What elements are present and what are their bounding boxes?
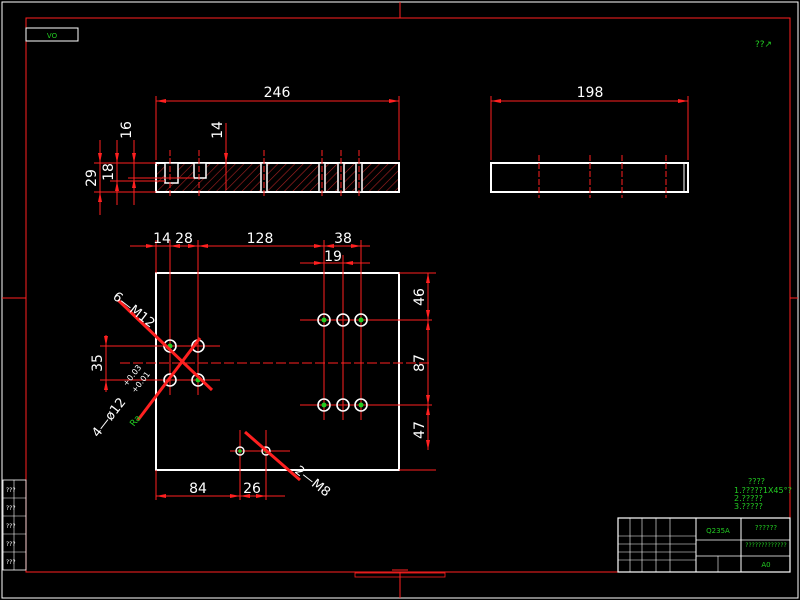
hole-group-right-top (317, 313, 368, 327)
dim-plan-28: 28 (175, 231, 193, 247)
dim-plan-46: 46 (412, 288, 428, 306)
notes-line-2: 2.????? (734, 494, 763, 503)
revision-label-4: ??? (6, 541, 16, 548)
revision-label-2: ??? (6, 505, 16, 512)
side-view: 198 (490, 85, 689, 198)
callout-m12: 6—M12 (110, 289, 158, 331)
dim-plan-14: 14 (153, 231, 171, 247)
technical-notes: ???? 1.?????1X45°? 2.????? 3.????? (734, 477, 792, 511)
title-block: Q235A ?????? ????????????? A0 (617, 517, 791, 573)
revision-label-3: ??? (6, 523, 16, 530)
callout-bore: 4—ø12 (89, 395, 129, 440)
revision-label-1: ??? (6, 487, 16, 494)
svg-text:VO: VO (47, 32, 58, 40)
dim-front-height: 29 (84, 169, 100, 187)
dim-plan-84: 84 (189, 481, 207, 497)
title-block-sheet-size: A0 (761, 561, 770, 569)
dim-front-slot-depth: 14 (210, 121, 226, 139)
callout-m8: 2—M8 (292, 463, 333, 500)
revision-label-5: ??? (6, 559, 16, 566)
notes-line-3: 3.????? (734, 502, 763, 511)
notes-heading: ???? (748, 477, 765, 486)
plan-view: 14 28 128 38 19 46 87 47 35 84 26 (89, 231, 436, 500)
title-block-material: Q235A (706, 527, 730, 535)
dim-plan-35: 35 (90, 354, 106, 372)
dim-side-length: 198 (577, 85, 604, 101)
dim-plan-128: 128 (247, 231, 274, 247)
front-view: 246 29 18 16 14 (84, 85, 400, 215)
dim-plan-26: 26 (243, 481, 261, 497)
revision-table: ??? ??? ??? ??? ??? (2, 479, 27, 571)
title-block-company: ????????????? (745, 542, 786, 549)
dim-front-length: 246 (264, 85, 291, 101)
drawing-number-tag: VO (25, 27, 79, 42)
hole-group-right-bottom (317, 398, 368, 412)
dim-front-step-b: 16 (119, 121, 135, 139)
title-block-drawing-name: ?????? (755, 524, 778, 532)
dim-front-step-a: 18 (101, 163, 117, 181)
dim-plan-38: 38 (334, 231, 352, 247)
notes-line-1: 1.?????1X45°? (734, 486, 792, 495)
corner-mark: ??↗ (755, 40, 772, 50)
dim-plan-87: 87 (412, 354, 428, 372)
dim-plan-47: 47 (412, 421, 428, 439)
dim-plan-19: 19 (324, 249, 342, 265)
